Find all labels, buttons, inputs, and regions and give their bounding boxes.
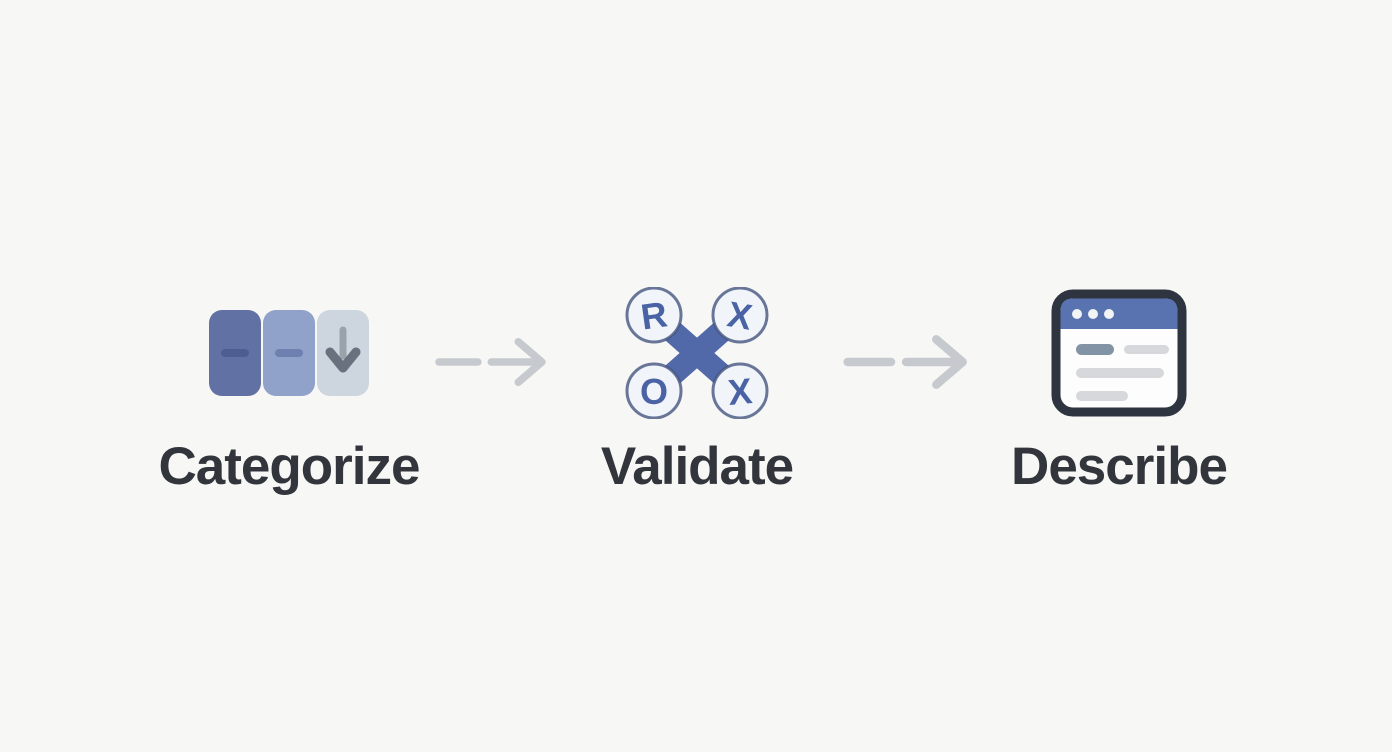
flow-arrow-2 [842, 296, 974, 428]
window-header [1060, 298, 1178, 329]
step-label-categorize: Categorize [158, 437, 421, 496]
regex-letter-x-bottom: X [726, 370, 753, 413]
window-dots [1072, 309, 1114, 319]
down-arrow-icon [325, 326, 361, 373]
card-1-dash [221, 349, 249, 357]
regex-letter-o: O [640, 371, 668, 412]
validate-step-icon: R X O X [552, 287, 842, 419]
card-2-dash [275, 349, 303, 357]
regex-cross-icon: R X O X [625, 287, 769, 419]
regex-letter-r: R [638, 293, 669, 337]
categorize-step-icon [144, 287, 434, 419]
flow-arrow-1 [434, 296, 552, 428]
describe-step-icon [974, 287, 1264, 419]
corner-circles [625, 287, 769, 419]
workflow-diagram: R X O X [8, 0, 1392, 497]
dash-arrow-icon [843, 335, 967, 389]
dash-arrow-icon [435, 337, 546, 387]
browser-window-icon [1051, 289, 1187, 417]
step-label-validate: Validate [600, 437, 794, 496]
window-text-lines [1076, 344, 1169, 401]
step-label-describe: Describe [1011, 437, 1228, 496]
category-cards-icon [209, 310, 369, 396]
